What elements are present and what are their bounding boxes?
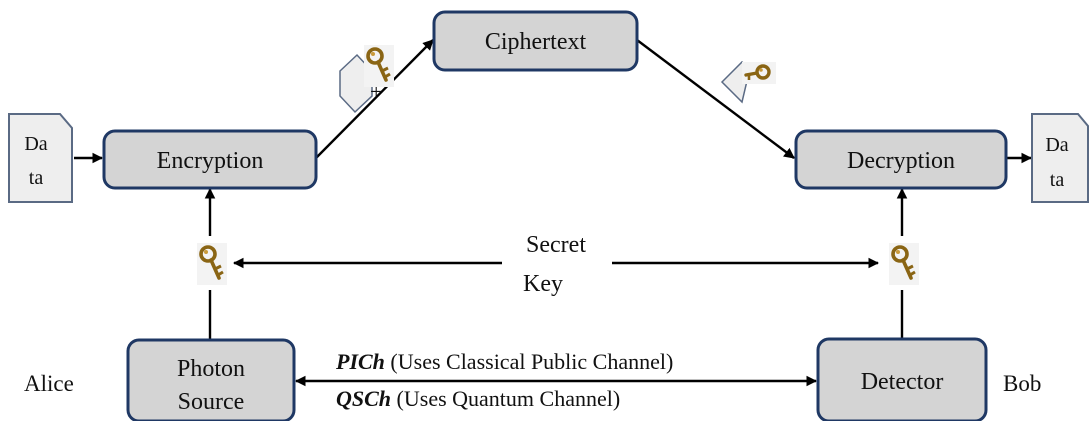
encryption-node: Encryption <box>102 129 318 190</box>
ciphertext-node: Ciphertext <box>432 10 639 72</box>
key-icon <box>362 43 396 89</box>
detector-label: Detector <box>861 369 944 395</box>
photon-source-label-line1: Photon <box>177 356 245 382</box>
bob-label: Bob <box>1003 371 1041 396</box>
arrow-encryption-to-ciphertext <box>315 39 434 159</box>
qsch-channel-label: QSCh (Uses Quantum Channel) <box>336 386 620 411</box>
photon-source-node: Photon Source <box>126 338 296 421</box>
detector-node: Detector <box>816 337 988 421</box>
key-icon <box>742 62 776 84</box>
qsch-abbr: QSCh <box>336 386 391 411</box>
secret-key-label-line2: Key <box>523 271 563 297</box>
photon-source-label-line2: Source <box>178 389 245 415</box>
input-data-label-line1: Da <box>24 133 47 155</box>
decryption-label: Decryption <box>847 148 955 174</box>
document-with-key-icon <box>720 61 776 104</box>
bob-key-icon <box>887 241 921 287</box>
encryption-label: Encryption <box>157 148 264 174</box>
input-data-document: Da ta <box>8 113 73 203</box>
document-plus-key-icon: + <box>339 43 396 114</box>
input-data-label-line2: ta <box>29 167 44 189</box>
output-data-document: Da ta <box>1031 113 1089 203</box>
pich-abbr: PICh <box>335 349 385 374</box>
pich-channel-label: PICh (Uses Classical Public Channel) <box>335 349 673 374</box>
decryption-node: Decryption <box>794 129 1008 190</box>
arrow-ciphertext-to-decryption <box>636 39 795 159</box>
ciphertext-label: Ciphertext <box>485 29 587 55</box>
alice-key-icon <box>195 241 229 287</box>
output-data-label-line2: ta <box>1050 169 1065 191</box>
alice-label: Alice <box>24 371 74 396</box>
pich-description: (Uses Classical Public Channel) <box>385 349 673 374</box>
secret-key-label-line1: Secret <box>526 232 586 258</box>
output-data-label-line1: Da <box>1045 134 1068 156</box>
qsch-description: (Uses Quantum Channel) <box>391 386 620 411</box>
